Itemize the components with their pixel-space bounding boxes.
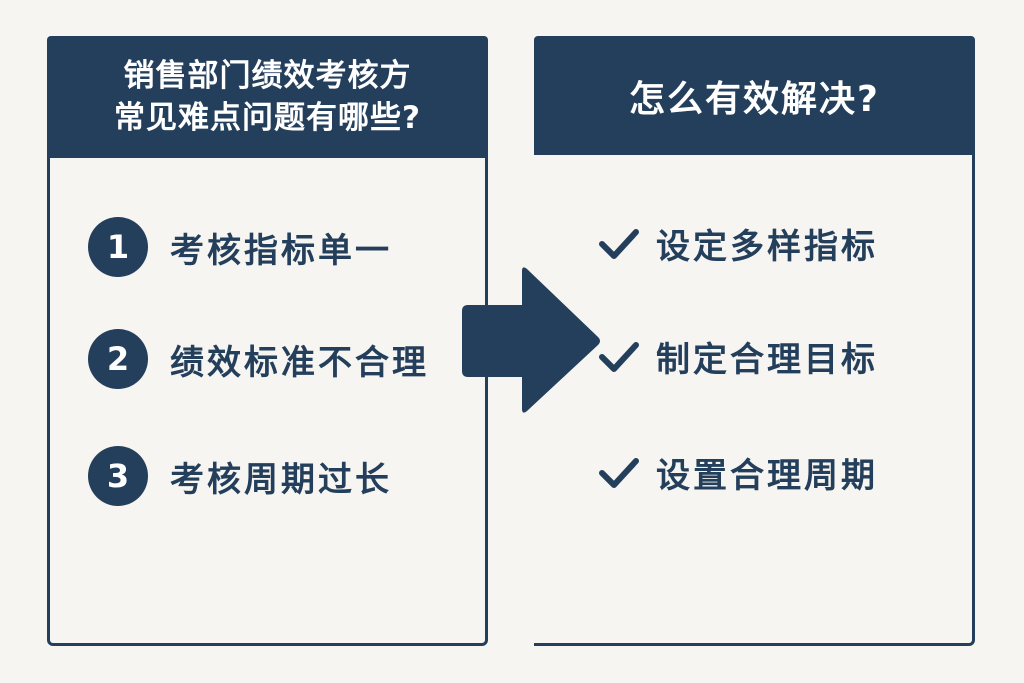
check-icon [599,457,639,488]
problems-header: 销售部门绩效考核方 常见难点问题有哪些? [47,36,488,158]
problem-item: 2 绩效标准不合理 [88,329,429,389]
check-icon [599,228,639,259]
problem-label: 考核周期过长 [170,459,392,500]
problem-item: 1 考核指标单一 [88,217,392,277]
problems-panel: 销售部门绩效考核方 常见难点问题有哪些? 1 考核指标单一 2 绩效标准不合理 … [47,36,488,646]
problems-title-line1: 销售部门绩效考核方 [123,58,412,94]
solution-label: 设定多样指标 [656,227,878,267]
solution-label: 制定合理目标 [656,340,878,380]
solutions-title: 怎么有效解决? [629,78,880,120]
solution-label: 设置合理周期 [656,456,878,496]
problem-label: 考核指标单一 [170,230,392,271]
solutions-panel: 怎么有效解决? 设定多样指标 制定合理目标 设置合理周期 [534,36,975,646]
solutions-header: 怎么有效解决? [534,36,975,155]
arrow-right-icon [462,267,600,413]
problem-item: 3 考核周期过长 [88,446,392,506]
number-badge: 1 [88,217,148,277]
problems-title: 销售部门绩效考核方 常见难点问题有哪些? [114,55,421,139]
check-icon [599,341,639,372]
number-badge: 2 [88,329,148,389]
number-badge: 3 [88,446,148,506]
solution-item: 制定合理目标 [596,332,878,381]
solution-item: 设置合理周期 [596,448,878,497]
solution-item: 设定多样指标 [596,219,878,268]
problems-title-line2: 常见难点问题有哪些? [114,100,421,136]
problem-label: 绩效标准不合理 [170,342,429,383]
